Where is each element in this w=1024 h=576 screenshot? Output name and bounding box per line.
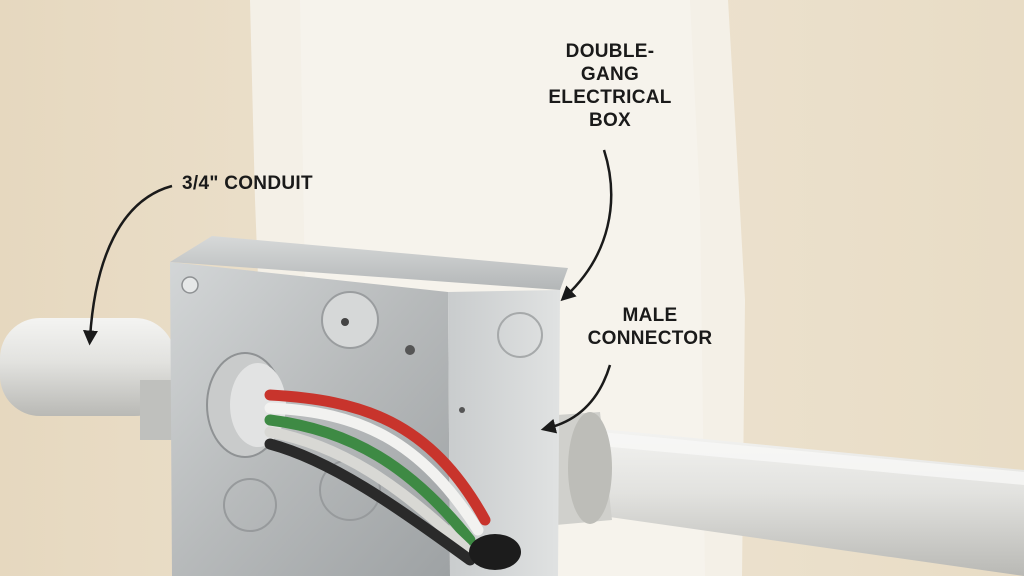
connector-label-line-1: MALE	[622, 305, 678, 326]
connector-arrow	[540, 364, 612, 434]
conduit-label-text: 3/4" CONDUIT	[182, 173, 313, 194]
box-label-line-1: DOUBLE-	[565, 41, 655, 62]
conduit-label: 3/4" CONDUIT	[182, 172, 313, 195]
box-top	[170, 236, 568, 290]
conduit-arrow	[82, 184, 173, 346]
box-label-line-3: ELECTRICAL	[548, 87, 672, 108]
wire-bundle	[264, 389, 491, 566]
male-connector-label: MALE CONNECTOR	[566, 304, 734, 350]
box-arrow	[560, 149, 613, 302]
box-label-line-2: GANG	[580, 64, 640, 85]
wire-bundle-end	[469, 534, 521, 570]
left-conduit	[0, 318, 175, 416]
connector-label-line-2: CONNECTOR	[587, 328, 713, 349]
box-label-line-4: BOX	[588, 110, 632, 131]
electrical-box-label: DOUBLE- GANG ELECTRICAL BOX	[526, 40, 694, 132]
